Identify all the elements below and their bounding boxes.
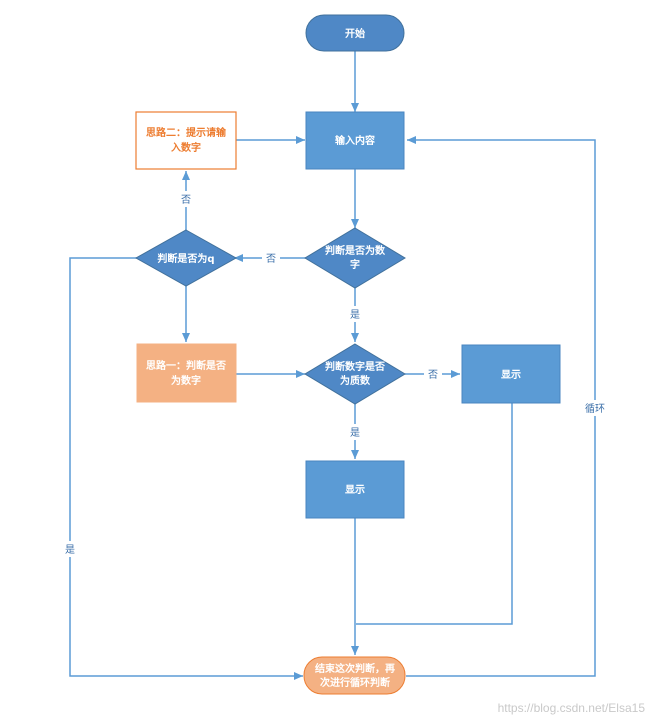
end-label-line1: 结束这次判断，再 <box>315 662 395 675</box>
show-right-label: 显示 <box>501 369 521 381</box>
input-node: 输入内容 <box>305 111 405 170</box>
idea-two-label-line2: 入数字 <box>171 141 201 154</box>
decision-prime-label-line1: 判断数字是否 <box>325 360 385 373</box>
edge-label-loop: 循环 <box>585 402 605 415</box>
edge-labels: 否 否 是 否 是 是 循环 <box>61 191 610 557</box>
decision-q-label: 判断是否为q <box>157 252 214 265</box>
watermark-text: https://blog.csdn.net/Elsa15 <box>498 701 646 715</box>
start-label: 开始 <box>345 27 365 40</box>
edge-show-right-to-end <box>356 403 513 625</box>
edge-decision-q-yes-to-end <box>69 257 303 680</box>
show-right-node: 显示 <box>461 344 561 404</box>
edge-label-no-prime: 否 <box>428 369 438 381</box>
decision-prime-node: 判断数字是否 为质数 <box>304 343 406 405</box>
edge-label-yes-q: 是 <box>65 544 75 556</box>
idea-two-label-line1: 思路二：提示请输 <box>146 126 227 139</box>
end-node: 结束这次判断，再 次进行循环判断 <box>303 656 406 695</box>
idea-one-label-line2: 为数字 <box>171 374 201 387</box>
input-label: 输入内容 <box>335 134 375 147</box>
end-label-line2: 次进行循环判断 <box>320 676 390 689</box>
idea-one-label-line1: 思路一：判断是否 <box>146 359 226 372</box>
edge-label-no-to-q: 否 <box>266 253 276 265</box>
show-center-node: 显示 <box>305 460 405 519</box>
decision-number-label-line2: 字 <box>350 258 360 271</box>
decision-number-label-line1: 判断是否为数 <box>325 244 386 257</box>
decision-prime-label-line2: 为质数 <box>340 374 371 387</box>
edge-label-no-to-idea-two: 否 <box>181 194 191 206</box>
start-node: 开始 <box>305 14 405 52</box>
edge-label-yes-prime: 是 <box>350 427 360 439</box>
idea-one-node: 思路一：判断是否 为数字 <box>136 343 237 403</box>
show-center-label: 显示 <box>345 484 365 496</box>
decision-number-node: 判断是否为数 字 <box>304 227 406 289</box>
edge-label-yes-number: 是 <box>350 309 360 321</box>
idea-two-node: 思路二：提示请输 入数字 <box>135 111 237 170</box>
decision-q-node: 判断是否为q <box>134 229 238 287</box>
edge-loop-end-to-input <box>406 136 596 677</box>
